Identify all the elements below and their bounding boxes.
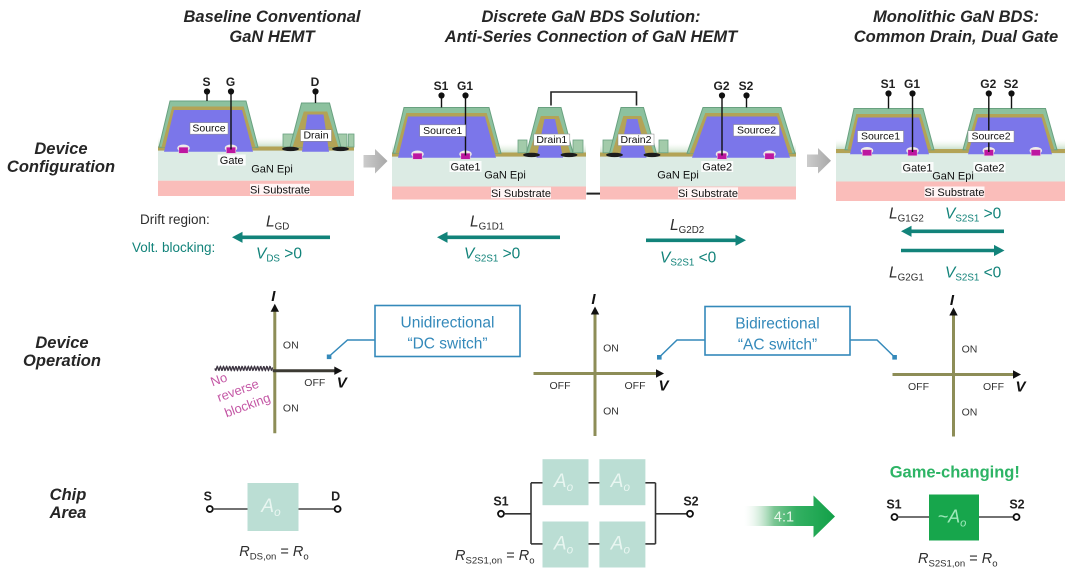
svg-text:Source2: Source2 (971, 131, 1010, 143)
svg-text:Anti-Series Connection of GaN: Anti-Series Connection of GaN HEMT (444, 28, 739, 46)
svg-text:RS2S1,on = Ro: RS2S1,on = Ro (918, 551, 998, 569)
svg-text:LG1D1: LG1D1 (470, 214, 504, 233)
svg-text:V: V (337, 375, 349, 392)
svg-text:Drain1: Drain1 (536, 134, 567, 146)
svg-text:ON: ON (603, 343, 619, 355)
svg-text:Gate1: Gate1 (903, 163, 933, 175)
svg-text:Drift region:: Drift region: (140, 212, 210, 227)
svg-text:S: S (202, 75, 210, 89)
svg-text:4:1: 4:1 (774, 510, 794, 526)
svg-text:ON: ON (962, 344, 978, 356)
svg-text:LG1G2: LG1G2 (889, 206, 924, 225)
svg-text:G2: G2 (713, 79, 729, 93)
svg-text:LGD: LGD (266, 214, 289, 233)
svg-text:I: I (950, 292, 955, 309)
svg-text:Si Substrate: Si Substrate (925, 187, 985, 199)
svg-text:ON: ON (283, 403, 299, 415)
svg-text:“AC switch”: “AC switch” (738, 337, 817, 354)
svg-text:Discrete GaN BDS Solution:: Discrete GaN BDS Solution: (481, 8, 700, 26)
svg-text:Gate2: Gate2 (702, 162, 732, 174)
svg-text:Configuration: Configuration (7, 158, 115, 176)
svg-text:V: V (658, 378, 670, 395)
svg-text:Operation: Operation (23, 352, 101, 370)
svg-text:VS2S1 <0: VS2S1 <0 (660, 250, 717, 269)
svg-text:Volt. blocking:: Volt. blocking: (132, 240, 215, 255)
svg-text:VDS >0: VDS >0 (256, 246, 302, 265)
svg-text:RDS,on = Ro: RDS,on = Ro (239, 544, 308, 562)
svg-text:Gate1: Gate1 (451, 162, 481, 174)
svg-text:GaN Epi: GaN Epi (932, 171, 974, 183)
svg-text:S: S (204, 490, 212, 504)
svg-text:S1: S1 (434, 79, 449, 93)
svg-text:Unidirectional: Unidirectional (401, 315, 495, 332)
svg-text:ON: ON (962, 407, 978, 419)
svg-text:Device: Device (35, 334, 88, 352)
svg-text:S2: S2 (1004, 77, 1019, 91)
svg-text:VS2S1 <0: VS2S1 <0 (945, 265, 1002, 284)
svg-text:GaN Epi: GaN Epi (484, 170, 526, 182)
svg-text:Monolithic GaN BDS:: Monolithic GaN BDS: (873, 8, 1039, 26)
svg-text:VS2S1 >0: VS2S1 >0 (464, 246, 521, 265)
svg-text:~Ao: ~Ao (938, 507, 967, 530)
svg-text:Bidirectional: Bidirectional (735, 316, 819, 333)
svg-text:OFF: OFF (550, 380, 571, 392)
svg-text:S1: S1 (881, 77, 896, 91)
svg-text:OFF: OFF (625, 380, 646, 392)
svg-text:S1: S1 (886, 498, 901, 512)
svg-text:No: No (208, 370, 229, 390)
svg-text:S2: S2 (683, 494, 698, 508)
svg-text:Source1: Source1 (861, 131, 900, 143)
svg-text:“DC switch”: “DC switch” (407, 336, 487, 353)
svg-text:I: I (271, 288, 276, 305)
svg-text:LG2G1: LG2G1 (889, 265, 924, 284)
svg-text:I: I (591, 291, 596, 308)
svg-text:Gate: Gate (220, 155, 244, 167)
svg-text:Source1: Source1 (423, 125, 462, 137)
svg-text:Drain2: Drain2 (621, 134, 652, 146)
svg-text:ON: ON (283, 340, 299, 352)
svg-text:Source2: Source2 (737, 124, 776, 136)
svg-text:G1: G1 (457, 79, 473, 93)
svg-text:VS2S1 >0: VS2S1 >0 (945, 206, 1002, 225)
svg-text:OFF: OFF (908, 381, 929, 393)
svg-text:Source: Source (192, 123, 225, 135)
svg-text:GaN Epi: GaN Epi (657, 170, 699, 182)
svg-text:RS2S1,on = Ro: RS2S1,on = Ro (455, 548, 535, 566)
svg-text:D: D (311, 75, 320, 89)
svg-text:S2: S2 (739, 79, 754, 93)
svg-text:V: V (1015, 379, 1027, 396)
svg-text:G1: G1 (904, 77, 920, 91)
svg-text:OFF: OFF (304, 377, 325, 389)
svg-text:Si Substrate: Si Substrate (250, 184, 310, 196)
svg-text:Chip: Chip (50, 486, 87, 504)
svg-text:Device: Device (34, 140, 87, 158)
svg-text:Si Substrate: Si Substrate (491, 188, 551, 200)
svg-text:Game-changing!: Game-changing! (890, 464, 1020, 482)
svg-text:S2: S2 (1009, 498, 1024, 512)
svg-text:GaN Epi: GaN Epi (251, 164, 293, 176)
svg-text:G: G (226, 75, 235, 89)
svg-text:Drain: Drain (303, 130, 328, 142)
svg-text:Gate2: Gate2 (975, 163, 1005, 175)
svg-text:S1: S1 (493, 494, 508, 508)
svg-text:GaN HEMT: GaN HEMT (229, 28, 316, 46)
svg-text:LG2D2: LG2D2 (670, 217, 704, 236)
svg-text:Area: Area (49, 504, 87, 522)
svg-text:Baseline Conventional: Baseline Conventional (184, 8, 361, 26)
svg-text:G2: G2 (980, 77, 996, 91)
svg-text:Si Substrate: Si Substrate (678, 188, 738, 200)
svg-text:D: D (331, 490, 340, 504)
svg-text:Common Drain, Dual Gate: Common Drain, Dual Gate (854, 28, 1058, 46)
svg-text:OFF: OFF (983, 381, 1004, 393)
svg-text:ON: ON (603, 406, 619, 418)
